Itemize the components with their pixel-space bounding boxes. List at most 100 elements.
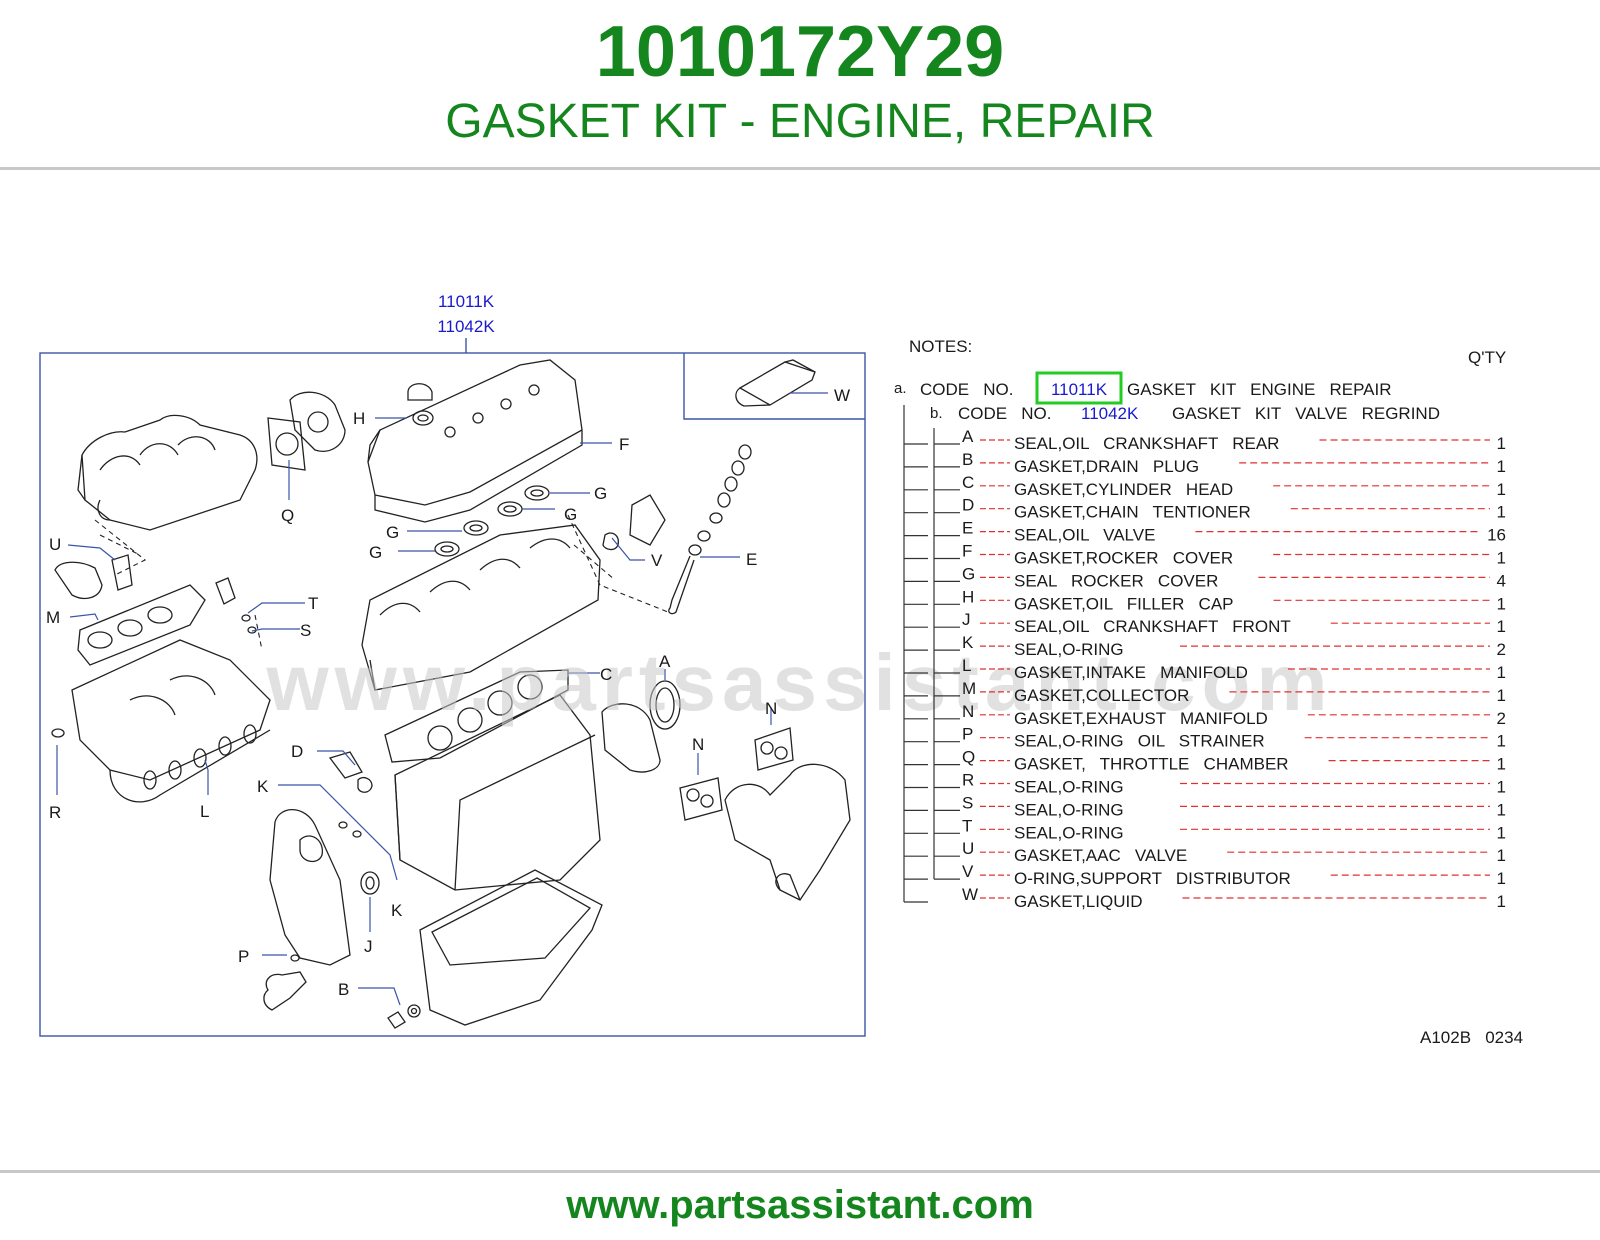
- callout-n2: N: [692, 735, 704, 754]
- part-letter: L: [962, 656, 971, 675]
- front-cover-illustration: [269, 809, 380, 966]
- callout-g4: G: [369, 543, 382, 562]
- callout-v: V: [651, 551, 663, 570]
- part-name: GASKET,EXHAUST MANIFOLD: [1014, 709, 1268, 728]
- part-name: GASKET,INTAKE MANIFOLD: [1014, 663, 1248, 682]
- head-gasket-illustration: [384, 669, 569, 763]
- oil-strainer-illustration: [263, 954, 307, 1011]
- part-name: GASKET,ROCKER COVER: [1014, 549, 1233, 568]
- part-qty: 1: [1497, 503, 1506, 522]
- assembly-dashed-lines: [94, 514, 669, 651]
- code-b-link[interactable]: 11042K: [1081, 404, 1139, 423]
- part-qty: 1: [1497, 617, 1506, 636]
- callout-d: D: [291, 742, 303, 761]
- callout-q: Q: [281, 506, 294, 525]
- code-a-label: CODE NO.: [920, 380, 1014, 399]
- part-name: GASKET,AAC VALVE: [1014, 846, 1187, 865]
- qty-header: Q'TY: [1468, 348, 1506, 367]
- callout-leaders: [56, 392, 828, 1006]
- diagram-code-label-b[interactable]: 11042K: [437, 317, 495, 336]
- footer-url[interactable]: www.partsassistant.com: [566, 1183, 1034, 1227]
- chain-tensioner-illustration: [328, 751, 373, 793]
- part-qty: 1: [1497, 663, 1506, 682]
- callout-m: M: [46, 608, 60, 627]
- oil-filler-cap-illustration: [407, 383, 434, 426]
- cylinder-block-illustration: [394, 694, 601, 891]
- part-name: GASKET,DRAIN PLUG: [1014, 457, 1199, 476]
- small-o-rings-illustration: [51, 577, 257, 738]
- callout-g2: G: [564, 505, 577, 524]
- part-name: SEAL,OIL CRANKSHAFT FRONT: [1014, 617, 1291, 636]
- diagram-code-label-a[interactable]: 11011K: [438, 292, 495, 311]
- part-letter: H: [962, 587, 974, 606]
- part-number-title: 1010172Y29: [595, 12, 1005, 92]
- callout-k1: K: [257, 777, 269, 796]
- part-qty: 1: [1497, 732, 1506, 751]
- part-qty: 1: [1497, 755, 1506, 774]
- notes-title: NOTES:: [909, 337, 972, 356]
- callout-h: H: [353, 409, 365, 428]
- callout-l: L: [200, 802, 209, 821]
- exhaust-gasket-illustration: [679, 727, 794, 821]
- part-name: GASKET, THROTTLE CHAMBER: [1014, 755, 1289, 774]
- part-letter: V: [962, 862, 974, 881]
- code-a-link[interactable]: 11011K: [1051, 380, 1108, 399]
- callout-t: T: [308, 594, 318, 613]
- exhaust-manifold-illustration: [724, 763, 851, 901]
- callout-j: J: [364, 937, 373, 956]
- part-letter: Q: [962, 748, 975, 767]
- diagram-reference-code: A102B 0234: [1420, 1028, 1523, 1047]
- valve-seals-illustration: [668, 444, 752, 615]
- part-qty: 1: [1497, 594, 1506, 613]
- rear-oil-seal-illustration: [601, 680, 681, 773]
- distributor-illustration: [602, 494, 666, 551]
- part-letter: B: [962, 450, 973, 469]
- part-qty: 1: [1497, 869, 1506, 888]
- part-name: SEAL,O-RING OIL STRAINER: [1014, 732, 1265, 751]
- part-letter: K: [962, 633, 974, 652]
- part-qty: 2: [1497, 709, 1506, 728]
- part-letter: U: [962, 839, 974, 858]
- part-qty: 16: [1487, 526, 1506, 545]
- part-qty: 1: [1497, 434, 1506, 453]
- callout-u: U: [49, 535, 61, 554]
- watermark: www.partsassistant.com: [265, 638, 1333, 727]
- intake-manifold-illustration: [71, 639, 271, 803]
- code-a-text: GASKET KIT ENGINE REPAIR: [1127, 380, 1392, 399]
- part-name: SEAL,O-RING: [1014, 823, 1124, 842]
- part-letter: D: [962, 496, 974, 515]
- part-letter: S: [962, 793, 973, 812]
- callout-a: A: [659, 652, 671, 671]
- part-letter: R: [962, 771, 974, 790]
- part-name: O-RING,SUPPORT DISTRIBUTOR: [1014, 869, 1291, 888]
- part-letter: C: [962, 473, 974, 492]
- rocker-seals-illustration: [434, 485, 550, 557]
- parts-list-row: L GASKET,INTAKE MANIFOLD 1: [904, 656, 1506, 682]
- part-qty: 1: [1497, 686, 1506, 705]
- part-letter: W: [962, 885, 978, 904]
- code-a-prefix: a.: [894, 380, 907, 397]
- aac-valve-illustration: [54, 554, 133, 599]
- drain-plug-illustration: [387, 1004, 421, 1029]
- part-name: SEAL,O-RING: [1014, 640, 1124, 659]
- part-name: GASKET,LIQUID: [1014, 892, 1142, 911]
- part-name: GASKET,CYLINDER HEAD: [1014, 480, 1233, 499]
- part-name: GASKET,OIL FILLER CAP: [1014, 594, 1234, 613]
- liquid-gasket-tube-illustration: [735, 359, 816, 407]
- part-name: SEAL ROCKER COVER: [1014, 571, 1218, 590]
- part-qty: 1: [1497, 778, 1506, 797]
